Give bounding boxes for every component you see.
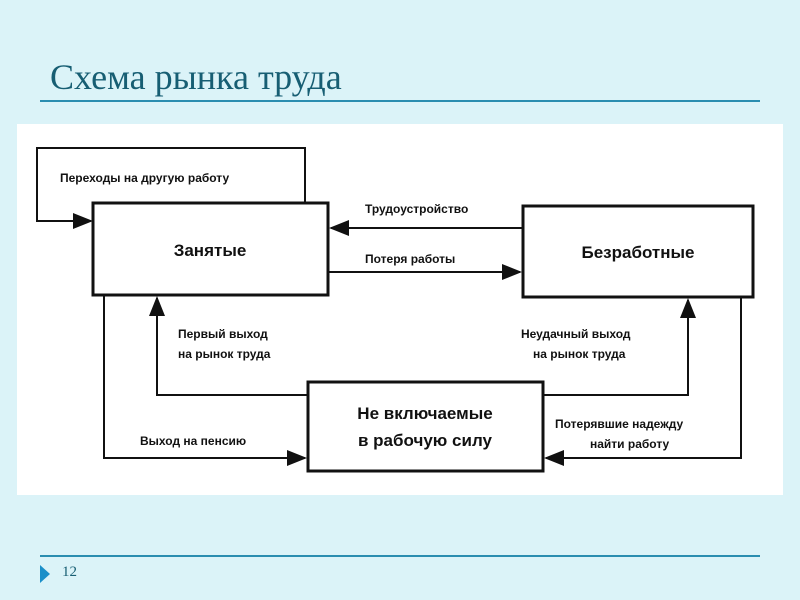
edge-label-discouraged-1: Потерявшие надежду <box>555 417 683 431</box>
node-nilf-label-1: Не включаемые <box>357 404 492 423</box>
bullet-arrow-icon <box>40 565 50 583</box>
node-employed <box>91 201 330 297</box>
edge-label-discouraged-2: найти работу <box>590 437 670 451</box>
edge-failed-entry <box>543 298 696 396</box>
footer-divider <box>40 555 760 557</box>
edge-label-failed-entry-2: на рынок труда <box>533 347 626 361</box>
edge-job-change <box>36 147 306 229</box>
node-employed-label: Занятые <box>174 241 247 260</box>
edge-label-failed-entry-1: Неудачный выход <box>521 327 631 341</box>
edge-label-hiring: Трудоустройство <box>365 202 468 216</box>
node-unemployed <box>521 204 755 299</box>
edge-label-retirement: Выход на пенсию <box>140 434 246 448</box>
edge-label-first-entry-2: на рынок труда <box>178 347 271 361</box>
node-nilf-label-2: в рабочую силу <box>358 431 493 450</box>
edge-discouraged <box>544 297 742 466</box>
diagram-frame <box>17 124 783 495</box>
edge-first-entry <box>149 296 308 396</box>
edge-label-job-change: Переходы на другую работу <box>60 171 229 185</box>
slide-title: Схема рынка труда <box>50 57 342 97</box>
title-divider <box>40 100 760 102</box>
edge-label-job-loss: Потеря работы <box>365 252 455 266</box>
node-unemployed-label: Безработные <box>582 243 695 262</box>
edge-retirement <box>103 295 307 466</box>
page-number: 12 <box>62 564 77 580</box>
node-not-in-labor-force <box>306 380 545 473</box>
edge-label-first-entry-1: Первый выход <box>178 327 268 341</box>
